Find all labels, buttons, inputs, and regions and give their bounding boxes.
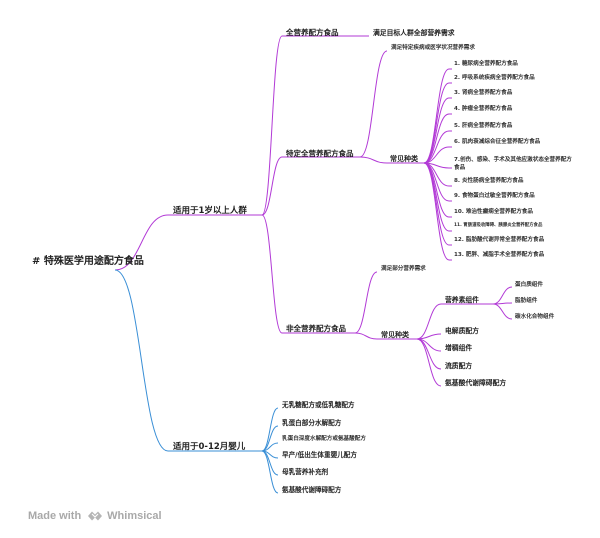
connector-nonfull-common bbox=[354, 332, 378, 340]
connector-specific-item-6 bbox=[423, 146, 450, 164]
connector-nonfull-desc bbox=[354, 271, 378, 334]
connector-specific-item-5 bbox=[423, 130, 450, 164]
node-nonfull-common[interactable]: 常见种类 bbox=[381, 331, 409, 339]
node-nutrient-components[interactable]: 营养素组件 bbox=[445, 296, 479, 304]
specific-item-2[interactable]: 2. 呼吸系统疾病全营养配方食品 bbox=[454, 75, 535, 81]
connector-common-nutrient bbox=[416, 303, 442, 340]
connector-specific-item-4 bbox=[423, 113, 450, 164]
root-node[interactable]: # 特殊医学用途配方食品 bbox=[32, 256, 144, 267]
specific-item-11[interactable]: 11. 胃肠道吸收障碍、胰腺炎全营养配方食品 bbox=[454, 223, 543, 228]
specific-item-6[interactable]: 6. 肌肉衰减综合征全营养配方食品 bbox=[454, 139, 541, 145]
connector-specific-desc bbox=[359, 50, 388, 158]
specific-item-5[interactable]: 5. 肝病全营养配方食品 bbox=[454, 123, 513, 129]
connector-nutrient-1 bbox=[492, 286, 513, 305]
node-full-nutrition-desc[interactable]: 满足目标人群全部营养需求 bbox=[373, 29, 455, 37]
specific-item-7[interactable]: 7.创伤、感染、手术及其他应激状态全营养配方食品 bbox=[454, 157, 572, 171]
node-nonfull-desc[interactable]: 满足部分营养需求 bbox=[381, 266, 426, 272]
connector-over1-full bbox=[261, 35, 283, 216]
node-specific-desc[interactable]: 满足特定疾病或医学状况营养需求 bbox=[391, 45, 475, 51]
infant-item-2[interactable]: 乳蛋白部分水解配方 bbox=[282, 419, 342, 427]
node-specific-full-nutrition[interactable]: 特定全营养配方食品 bbox=[286, 149, 354, 158]
whimsical-logo-icon bbox=[88, 511, 103, 521]
made-with-text: Made with bbox=[28, 510, 82, 522]
connector-infant-item-6 bbox=[261, 450, 279, 494]
infant-item-3[interactable]: 乳蛋白深度水解配方或氨基酸配方 bbox=[282, 436, 366, 442]
specific-item-3[interactable]: 3. 肾病全营养配方食品 bbox=[454, 90, 513, 96]
connector-over1-specific bbox=[261, 156, 283, 216]
connector-specific-item-13 bbox=[423, 162, 450, 261]
connector-specific-item-2 bbox=[423, 82, 450, 164]
whimsical-brand-text: Whimsical bbox=[107, 510, 162, 522]
connector-nonfull-item-4 bbox=[416, 338, 442, 387]
nutrient-item-1[interactable]: 蛋白质组件 bbox=[515, 282, 543, 288]
connector-specific-common bbox=[359, 156, 388, 164]
connector-infant-item-2 bbox=[261, 425, 279, 452]
infant-item-4[interactable]: 早产/低出生体重婴儿配方 bbox=[282, 451, 357, 459]
connector-specific-item-11 bbox=[423, 162, 450, 232]
specific-item-9[interactable]: 9. 食物蛋白过敏全营养配方食品 bbox=[454, 193, 535, 199]
footer-made-with[interactable]: Made with Whimsical bbox=[28, 510, 162, 522]
infant-item-6[interactable]: 氨基酸代谢障碍配方 bbox=[282, 486, 342, 494]
specific-item-13[interactable]: 13. 肥胖、减脂手术全营养配方食品 bbox=[454, 252, 545, 258]
nonfull-item-3[interactable]: 流质配方 bbox=[445, 362, 473, 370]
nonfull-item-2[interactable]: 增稠组件 bbox=[445, 344, 473, 352]
connector-root-infant bbox=[114, 269, 169, 452]
connector-nutrient-3 bbox=[492, 303, 513, 320]
specific-item-1[interactable]: 1. 糖尿病全营养配方食品 bbox=[454, 61, 518, 67]
infant-item-5[interactable]: 母乳营养补充剂 bbox=[282, 468, 329, 476]
specific-item-8[interactable]: 8. 炎性肠病全营养配方食品 bbox=[454, 178, 524, 184]
connector-over1-nonfull bbox=[261, 214, 283, 334]
specific-item-4[interactable]: 4. 肿瘤全营养配方食品 bbox=[454, 106, 513, 112]
nonfull-item-1[interactable]: 电解质配方 bbox=[445, 327, 479, 335]
specific-item-12[interactable]: 12. 脂肪酸代谢异常全营养配方食品 bbox=[454, 237, 545, 243]
branch-over-1-year[interactable]: 适用于1岁以上人群 bbox=[173, 206, 247, 216]
nutrient-item-2[interactable]: 脂肪组件 bbox=[515, 298, 538, 304]
connector-infant-item-1 bbox=[261, 407, 279, 452]
node-specific-common[interactable]: 常见种类 bbox=[390, 155, 418, 163]
connector-root-over1 bbox=[114, 214, 169, 271]
nonfull-item-4[interactable]: 氨基酸代谢障碍配方 bbox=[445, 379, 507, 387]
node-full-nutrition[interactable]: 全营养配方食品 bbox=[286, 28, 339, 37]
nutrient-item-3[interactable]: 碳水化合物组件 bbox=[515, 314, 555, 320]
connector-specific-item-3 bbox=[423, 97, 450, 164]
infant-item-1[interactable]: 无乳糖配方或低乳糖配方 bbox=[282, 401, 355, 409]
branch-infant[interactable]: 适用于0-12月婴儿 bbox=[173, 442, 246, 452]
node-non-full-nutrition[interactable]: 非全营养配方食品 bbox=[286, 324, 346, 333]
specific-item-10[interactable]: 10. 难治性癫痫全营养配方食品 bbox=[454, 209, 533, 215]
